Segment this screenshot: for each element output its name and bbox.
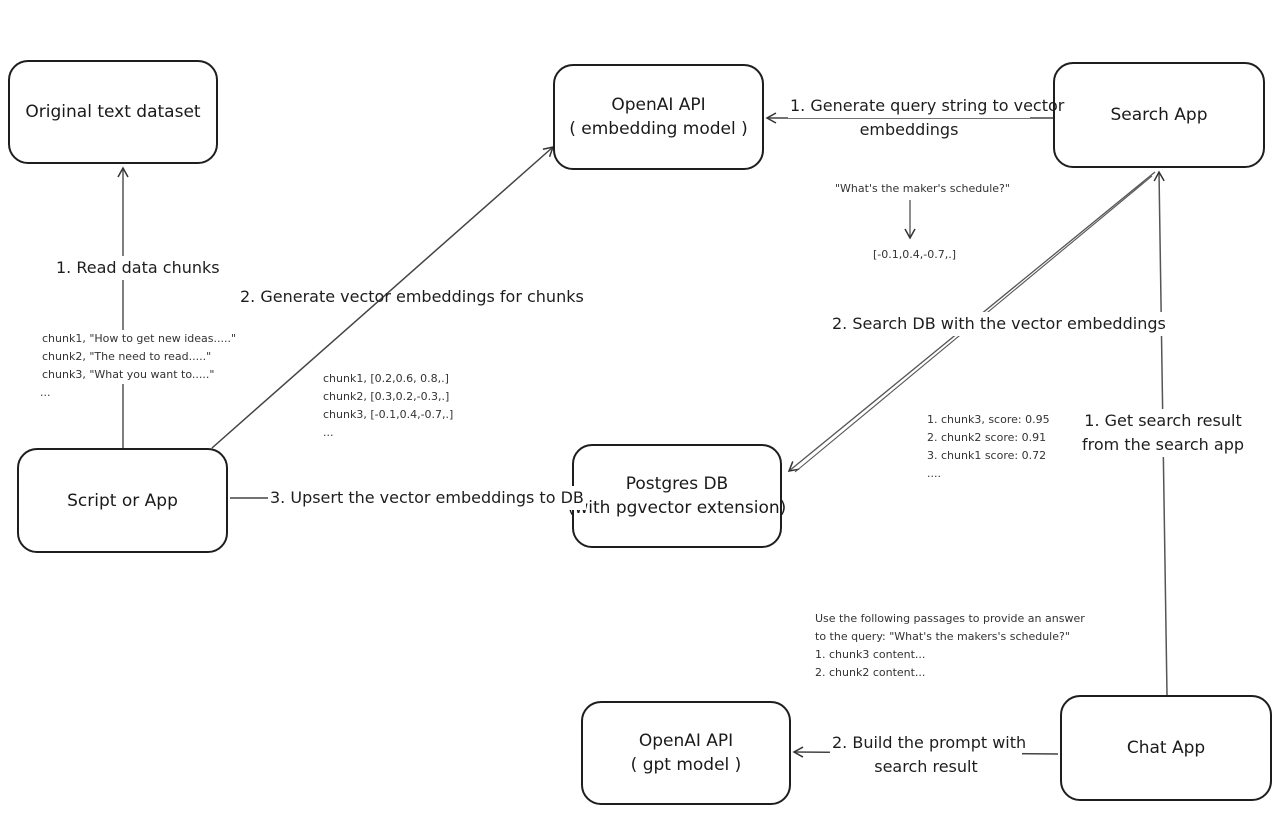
postgres-db-title: Postgres DB [625, 474, 729, 494]
openai-embedding-subtitle: ( embedding model ) [569, 119, 748, 139]
build-prompt-label: 2. Build the prompt with search result [830, 731, 1027, 776]
scores-note: 1. chunk3, score: 0.95 2. chunk2 score: … [927, 413, 1050, 480]
vectors-note: chunk1, [0.2,0.6, 0.8,.] chunk2, [0.3,0.… [323, 372, 454, 439]
query-vector-note: [-0.1,0.4,-0.7,.] [873, 248, 956, 261]
script-or-app-box[interactable]: Script or App [17, 448, 228, 553]
openai-gpt-box[interactable]: OpenAI API ( gpt model ) [581, 701, 791, 805]
search-db-label: 2. Search DB with the vector embeddings [830, 312, 1168, 336]
openai-embedding-box[interactable]: OpenAI API ( embedding model ) [553, 64, 764, 170]
query-example-note: "What's the maker's schedule?" [835, 182, 1010, 195]
postgres-db-box[interactable]: Postgres DB (with pgvector extension) [568, 444, 786, 548]
search-app-box[interactable]: Search App [1053, 62, 1265, 168]
openai-gpt-title: OpenAI API [638, 731, 734, 751]
prompt-note: Use the following passages to provide an… [815, 612, 1085, 679]
chat-app-box[interactable]: Chat App [1060, 695, 1272, 801]
read-chunks-label: 1. Read data chunks [54, 256, 222, 280]
generate-embeddings-label: 2. Generate vector embeddings for chunks [240, 287, 584, 306]
openai-gpt-subtitle: ( gpt model ) [630, 755, 742, 775]
search-app-label: Search App [1110, 105, 1208, 125]
original-dataset-label: Original text dataset [25, 102, 201, 122]
get-result-label: 1. Get search result from the search app [1080, 409, 1246, 457]
chunks-note: chunk1, "How to get new ideas....." chun… [40, 330, 239, 399]
arrow-generate-embeddings [211, 145, 555, 449]
original-dataset-box[interactable]: Original text dataset [8, 60, 218, 164]
postgres-db-subtitle: (with pgvector extension) [567, 498, 787, 518]
openai-embedding-title: OpenAI API [611, 95, 706, 115]
upsert-label: 3. Upsert the vector embeddings to DB [268, 486, 586, 510]
chat-app-label: Chat App [1126, 738, 1206, 758]
script-or-app-label: Script or App [67, 490, 178, 511]
query-to-vector-label: 1. Generate query string to vector embed… [788, 94, 1065, 139]
